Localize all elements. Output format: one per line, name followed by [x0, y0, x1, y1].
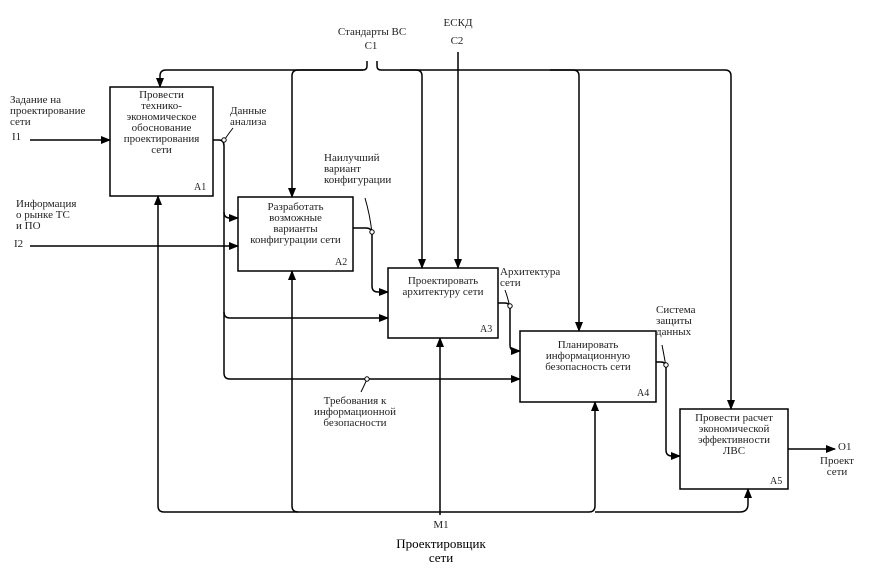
junction-dots: [221, 137, 669, 382]
box-a1-label: Провести технико- экономическое обоснова…: [123, 89, 200, 156]
mechanism-m1-code: M1: [433, 519, 449, 531]
input-i1-code: I1: [12, 131, 22, 143]
security-system-label: Система защиты данных: [656, 304, 696, 338]
output-o1-code: O1: [838, 441, 852, 453]
input-i2-code: I2: [14, 238, 24, 250]
output-o1-name: Проект сети: [820, 455, 854, 478]
box-a3-number: A3: [480, 324, 493, 335]
control-c1-name: Стандарты ВС: [337, 26, 407, 38]
box-a1-number: A1: [194, 182, 207, 193]
box-a2-label: Разработать возможные варианты конфигура…: [250, 201, 341, 246]
security-system-arrow: [656, 361, 681, 460]
control-c1-arrows: [156, 61, 735, 410]
best-variant-arrow: [353, 227, 389, 296]
architecture-arrow: [498, 302, 521, 355]
data-analysis-arrows: [213, 139, 521, 383]
control-c2-name: ЕСКД: [443, 17, 473, 29]
architecture-label: Архитектура сети: [500, 266, 561, 289]
box-a5-number: A5: [770, 476, 783, 487]
box-a4-number: A4: [637, 388, 650, 399]
security-requirements-label: Требования к информационной безопасности: [314, 395, 396, 429]
box-a3-label: Проектировать архитектуру сети: [402, 275, 484, 298]
control-c2-code: C2: [450, 35, 464, 47]
control-c1-code: C1: [364, 40, 378, 52]
input-i2-name: Информация о рынке ТС и ПО: [16, 198, 77, 232]
mechanism-m1-arrows: [154, 195, 752, 515]
box-a2-number: A2: [335, 257, 348, 268]
best-variant-label: Наилучший вариант конфигурации: [324, 152, 392, 186]
input-i1-name: Задание на проектирование сети: [10, 94, 86, 128]
box-a4-label: Планировать информационную безопасность …: [545, 339, 631, 373]
box-a4[interactable]: [519, 330, 657, 403]
mechanism-m1-name: Проектировщик сети: [396, 536, 486, 565]
data-analysis-label: Данные анализа: [230, 105, 267, 128]
box-a5-label: Провести расчет экономической эффективно…: [695, 412, 773, 457]
